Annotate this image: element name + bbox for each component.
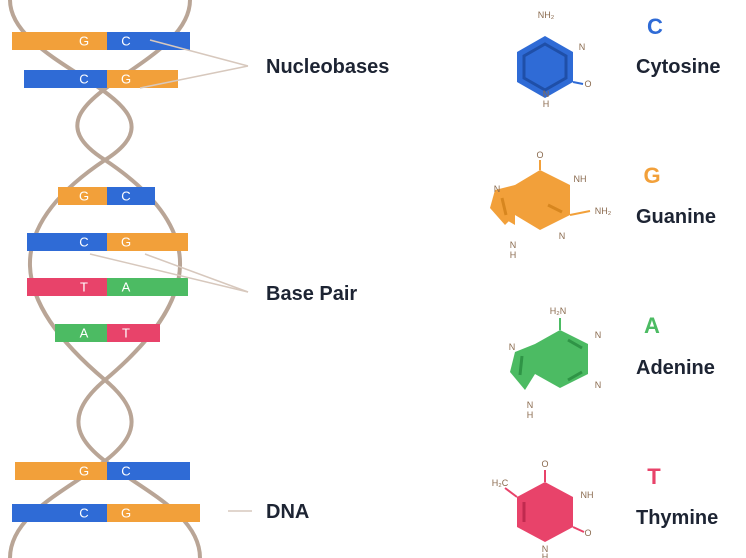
rung-left-segment (12, 32, 107, 50)
rung-left-letter: C (79, 235, 88, 250)
guanine-molecule: O NH NH₂ N N N H (490, 150, 612, 260)
thymine-name: Thymine (636, 507, 718, 529)
rung-left-segment (15, 462, 107, 480)
svg-text:NH: NH (574, 174, 587, 184)
rung-left-segment (27, 278, 107, 296)
rung-right-letter: T (122, 326, 130, 341)
adenine-name: Adenine (636, 357, 715, 379)
base-pair-label: Base Pair (266, 283, 357, 305)
svg-text:O: O (584, 79, 591, 89)
callout-lines (89, 39, 252, 512)
cytosine-name: Cytosine (636, 56, 720, 78)
svg-text:N: N (542, 544, 549, 554)
svg-text:NH: NH (581, 490, 594, 500)
rung-right-letter: C (121, 464, 130, 479)
base-pair-rungs: G C C G G C C G T A A T G C C G (12, 32, 200, 522)
svg-text:O: O (584, 528, 591, 538)
rung-right-segment (107, 324, 160, 342)
adenine-letter: A (644, 313, 660, 338)
cytosine-letter: C (647, 14, 663, 39)
rung-left-letter: C (79, 506, 88, 521)
svg-text:N: N (595, 330, 602, 340)
rung-right-segment (107, 70, 178, 88)
adenine-molecule: H₂N N N N N H (509, 306, 602, 420)
svg-text:H₂C: H₂C (492, 478, 509, 488)
rung-left-letter: C (79, 72, 88, 87)
nucleobases-label: Nucleobases (266, 56, 389, 78)
svg-text:H: H (527, 410, 534, 420)
rung-left-segment (27, 233, 107, 251)
rung-right-letter: C (121, 189, 130, 204)
svg-text:O: O (541, 459, 548, 469)
rung-left-segment (55, 324, 107, 342)
rung-right-segment (107, 187, 155, 205)
rung-left-segment (58, 187, 107, 205)
rung-right-letter: G (121, 72, 131, 87)
rung-left-segment (24, 70, 107, 88)
guanine-letter: G (643, 163, 660, 188)
rung-left-letter: G (79, 34, 89, 49)
rung-left-letter: G (79, 464, 89, 479)
thymine-letter: T (647, 464, 661, 489)
rung-right-segment (107, 233, 188, 251)
svg-text:O: O (536, 150, 543, 160)
svg-text:N: N (510, 240, 517, 250)
svg-text:N: N (595, 380, 602, 390)
cytosine-molecule: NH₂ N O N H (517, 10, 592, 109)
rung-left-letter: G (79, 189, 89, 204)
svg-text:H: H (542, 552, 549, 558)
svg-text:N: N (559, 231, 566, 241)
svg-text:NH₂: NH₂ (538, 10, 555, 20)
svg-text:H: H (543, 99, 550, 109)
guanine-name: Guanine (636, 206, 716, 228)
svg-text:N: N (509, 342, 516, 352)
rung-right-segment (107, 278, 188, 296)
rung-right-letter: C (121, 34, 130, 49)
rung-right-letter: A (122, 280, 131, 295)
dna-label: DNA (266, 501, 309, 523)
rung-right-segment (107, 462, 190, 480)
rung-left-segment (12, 504, 107, 522)
svg-text:N: N (543, 89, 550, 99)
rung-left-letter: A (80, 326, 89, 341)
rung-right-segment (107, 504, 200, 522)
svg-text:N: N (494, 184, 501, 194)
rung-right-letter: G (121, 235, 131, 250)
thymine-molecule: O H₂C NH O N H (492, 459, 594, 558)
svg-text:H: H (510, 250, 517, 260)
rung-left-letter: T (80, 280, 88, 295)
svg-text:N: N (527, 400, 534, 410)
rung-right-letter: G (121, 506, 131, 521)
svg-text:N: N (579, 42, 586, 52)
svg-text:NH₂: NH₂ (595, 206, 612, 216)
svg-text:H₂N: H₂N (550, 306, 567, 316)
